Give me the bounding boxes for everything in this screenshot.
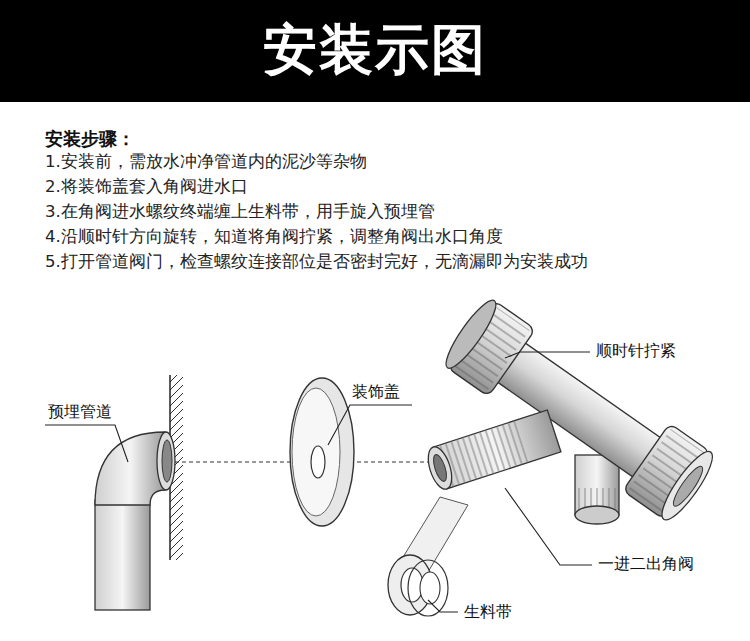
step-text: 2.将装饰盖套入角阀进水口 bbox=[45, 177, 248, 197]
angle-valve-body bbox=[439, 295, 719, 526]
valve-outlet bbox=[575, 455, 619, 524]
sealing-tape bbox=[388, 497, 468, 616]
decorative-cover bbox=[290, 378, 354, 526]
step-text: 4.沿顺时针方向旋转，知道将角阀拧紧，调整角阀出水口角度 bbox=[45, 227, 503, 247]
step-text: 3.在角阀进水螺纹终端缠上生料带，用手旋入预埋管 bbox=[45, 202, 435, 222]
step-text: 1.安装前，需放水冲净管道内的泥沙等杂物 bbox=[45, 152, 367, 172]
steps-heading: 安装步骤： bbox=[45, 128, 135, 150]
leader-lines bbox=[45, 352, 592, 612]
part-label: 顺时针拧紧 bbox=[594, 341, 678, 360]
part-label: 生料带 bbox=[462, 602, 514, 621]
part-label: 预埋管道 bbox=[46, 402, 114, 421]
valve-inlet-thread bbox=[424, 410, 561, 492]
step-text: 5.打开管道阀门，检查螺纹连接部位是否密封完好，无滴漏即为安装成功 bbox=[45, 252, 588, 272]
page-title: 安装示图 bbox=[263, 18, 487, 83]
part-label: 一进二出角阀 bbox=[596, 554, 696, 573]
embedded-pipe bbox=[95, 432, 175, 610]
part-label: 装饰盖 bbox=[350, 382, 402, 401]
